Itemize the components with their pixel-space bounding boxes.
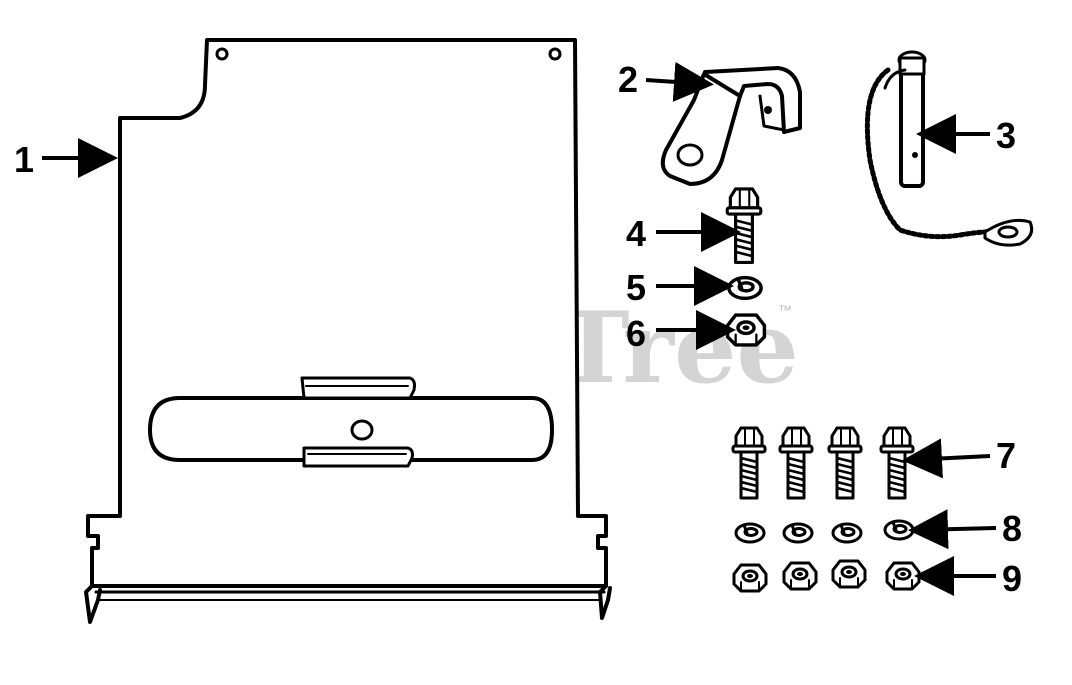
callout-3: 3 xyxy=(996,115,1016,156)
part-4-bolt xyxy=(725,187,763,264)
part-2-hitch-bracket xyxy=(660,66,802,186)
callout-numbers: 1 2 3 4 5 6 7 8 9 xyxy=(14,59,1022,599)
callout-8: 8 xyxy=(1002,508,1022,549)
callout-6: 6 xyxy=(626,313,646,354)
part-9-hex-nuts xyxy=(732,559,921,593)
callout-2: 2 xyxy=(618,59,638,100)
part-6-hex-nut xyxy=(725,313,767,347)
watermark-trademark: ™ xyxy=(778,302,792,318)
callout-4: 4 xyxy=(626,213,646,254)
part-5-lockwasher xyxy=(727,275,763,301)
part-8-lockwashers xyxy=(734,519,915,544)
callout-arrows xyxy=(42,61,997,596)
part-3-hitch-pin xyxy=(864,50,1034,247)
arrow-2 xyxy=(645,61,714,102)
arrow-7 xyxy=(902,438,991,479)
callout-7: 7 xyxy=(996,435,1016,476)
arrow-8 xyxy=(908,509,997,550)
callout-5: 5 xyxy=(626,267,646,308)
part-1-mounting-plate xyxy=(84,38,612,624)
part-7-bolts xyxy=(731,426,915,500)
callout-9: 9 xyxy=(1002,558,1022,599)
callout-1: 1 xyxy=(14,139,34,180)
